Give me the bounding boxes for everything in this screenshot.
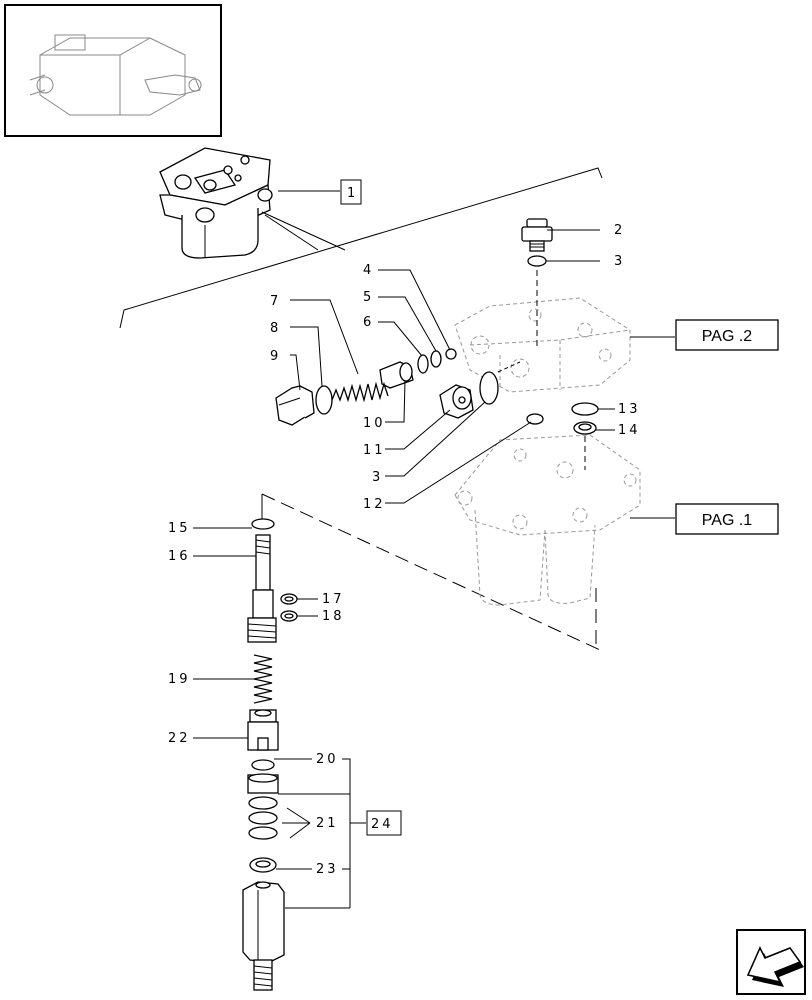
callout-16: 16: [168, 549, 191, 564]
hex-body[interactable]: [242, 881, 285, 991]
callout-17: 17: [322, 592, 345, 607]
overview-thumbnail[interactable]: [4, 4, 222, 137]
part-7-spring[interactable]: [331, 381, 389, 403]
callout-22: 22: [168, 731, 191, 746]
part-18-ring[interactable]: [280, 610, 298, 622]
part-22-cage[interactable]: [247, 709, 279, 751]
part-16-stem[interactable]: [247, 534, 277, 643]
part-13-oring[interactable]: [571, 402, 599, 416]
callout-6: 6: [363, 315, 374, 330]
pag1-label[interactable]: PAG .1: [702, 512, 752, 529]
part-12-ring[interactable]: [526, 413, 544, 425]
callout-24: 24: [371, 817, 394, 832]
ghost-housing-lower: [454, 434, 641, 606]
callout-box-24: [366, 810, 402, 836]
callout-10: 10: [363, 416, 386, 431]
part-17-ring[interactable]: [280, 593, 298, 605]
part-11-plug[interactable]: [439, 384, 474, 419]
part-21-seals[interactable]: [247, 773, 279, 840]
leader-lines: [193, 190, 675, 909]
callout-19: 19: [168, 672, 191, 687]
pag1-button[interactable]: [675, 503, 779, 535]
callout-8: 8: [270, 321, 281, 336]
callout-13: 13: [618, 402, 641, 417]
pag2-label[interactable]: PAG .2: [702, 328, 752, 345]
context-lines: [119, 167, 603, 651]
callout-2: 2: [614, 223, 625, 238]
part-3-oring-mid[interactable]: [479, 371, 499, 405]
part-8-oring[interactable]: [315, 385, 333, 415]
part-3-oring-top[interactable]: [527, 255, 547, 267]
callout-23: 23: [316, 862, 339, 877]
callout-box-1: [340, 179, 362, 205]
callout-5: 5: [363, 290, 374, 305]
callout-21: 21: [316, 816, 339, 831]
part-15-oring[interactable]: [251, 518, 275, 530]
callout-12: 12: [363, 497, 386, 512]
callout-18: 18: [322, 609, 345, 624]
callout-9: 9: [270, 349, 281, 364]
ghost-housing-upper: [454, 297, 631, 393]
arrow-back-icon[interactable]: [736, 929, 806, 995]
part-23-washer[interactable]: [249, 857, 277, 873]
part-6-washer[interactable]: [417, 354, 429, 374]
part-20-oring[interactable]: [251, 759, 275, 771]
callout-14: 14: [618, 423, 641, 438]
part-4-ball[interactable]: [445, 348, 457, 360]
part-9-plug[interactable]: [275, 385, 315, 426]
callout-20: 20: [316, 752, 339, 767]
callout-15: 15: [168, 521, 191, 536]
part-19-spring[interactable]: [253, 654, 273, 704]
callout-3a: 3: [614, 254, 625, 269]
callout-3b: 3: [372, 470, 383, 485]
pag2-button[interactable]: [675, 319, 779, 351]
callout-7: 7: [270, 294, 281, 309]
part-5-ring[interactable]: [430, 350, 442, 368]
part-10-piston[interactable]: [379, 361, 414, 389]
callout-11: 11: [363, 443, 386, 458]
part-2-fitting[interactable]: [521, 218, 553, 350]
callout-4: 4: [363, 263, 374, 278]
callout-1: 1: [347, 186, 358, 201]
part-14-washer[interactable]: [573, 421, 597, 435]
valve-assembly-view: [159, 147, 273, 259]
